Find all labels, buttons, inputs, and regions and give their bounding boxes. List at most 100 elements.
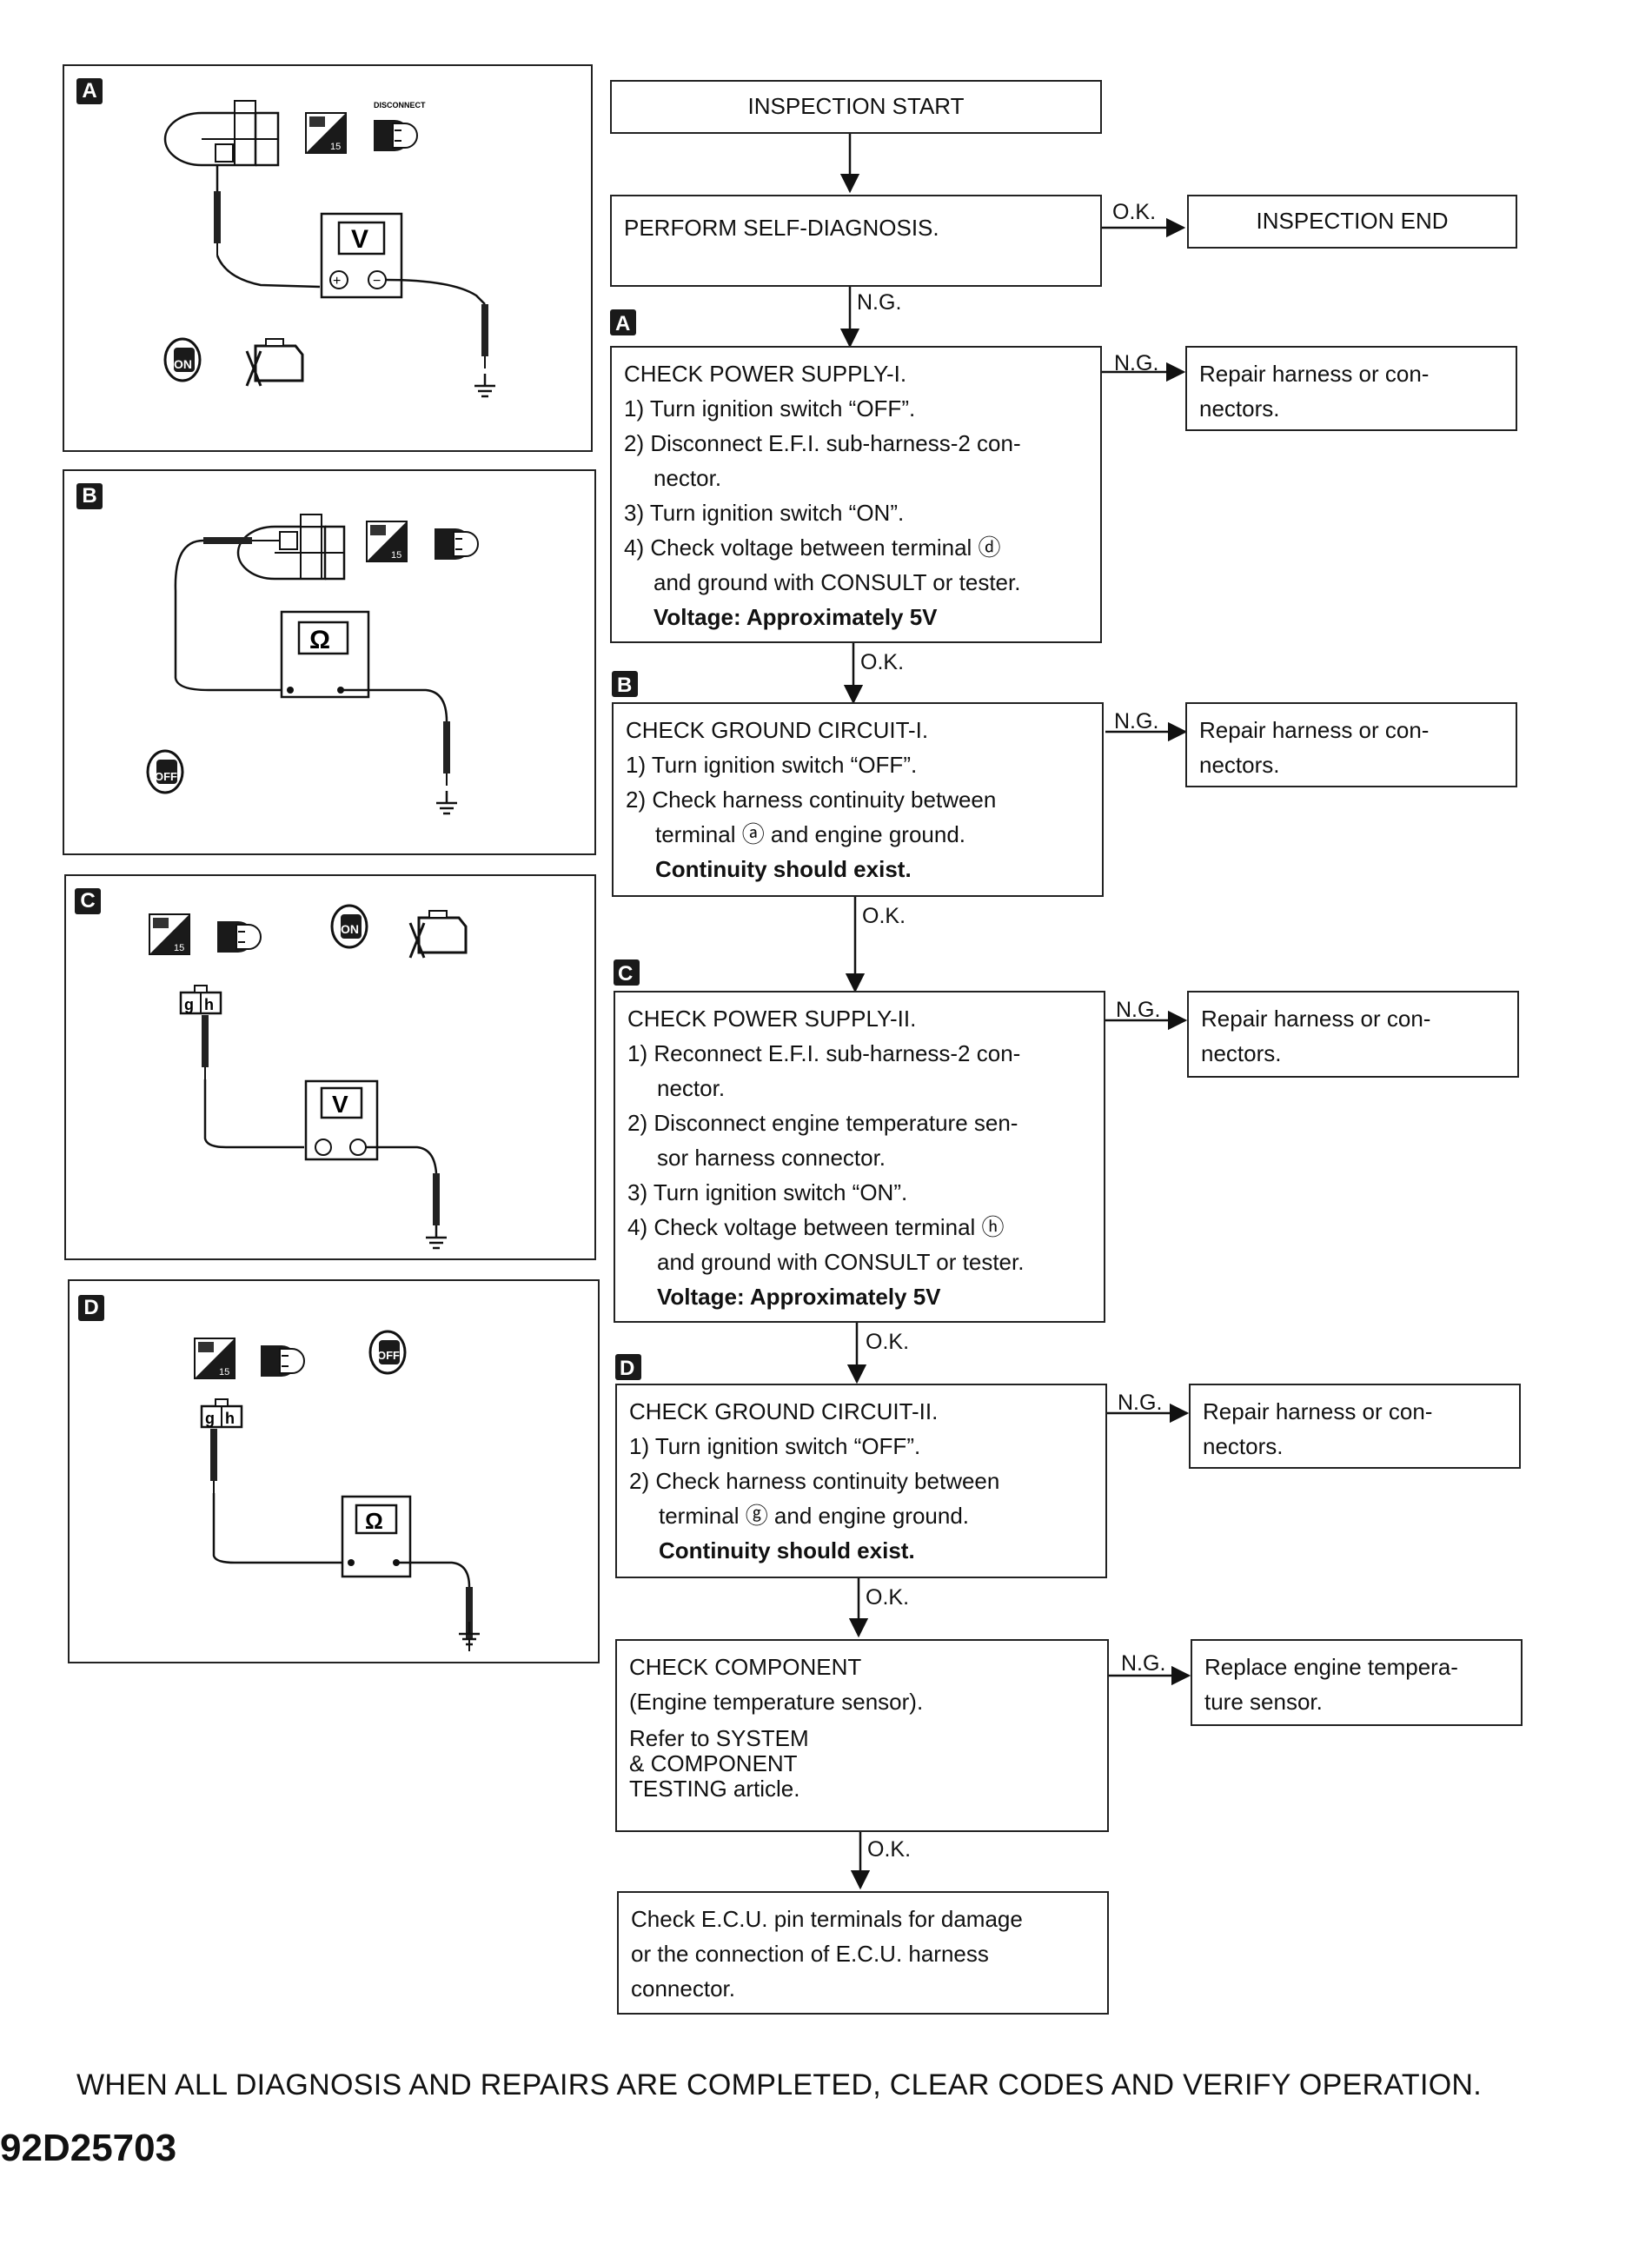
replace-line: ture sensor. xyxy=(1204,1689,1323,1715)
step-c-line: 1) Reconnect E.F.I. sub-harness-2 con- xyxy=(627,1040,1021,1066)
step-b-box: CHECK GROUND CIRCUIT-I. 1) Turn ignition… xyxy=(612,702,1104,897)
step-c-line: sor harness connector. xyxy=(657,1145,886,1171)
replace-sensor-box: Replace engine tempera- ture sensor. xyxy=(1191,1639,1523,1726)
component-refer: Refer to SYSTEM xyxy=(629,1725,809,1751)
panel-c-key-label: ON xyxy=(341,922,359,936)
step-a-box: CHECK POWER SUPPLY-I. 1) Turn ignition s… xyxy=(610,346,1102,643)
step-d-letter: D xyxy=(620,1357,634,1380)
panel-d-key-label: OFF xyxy=(377,1349,400,1362)
flow-connectors xyxy=(839,134,1191,1890)
step-c-line: 3) Turn ignition switch “ON”. xyxy=(627,1179,908,1205)
step-a-line: 2) Disconnect E.F.I. sub-harness-2 con- xyxy=(624,430,1021,456)
step-a-letter: A xyxy=(615,312,630,335)
panel-d-letter: D xyxy=(78,1295,104,1321)
ecu-line: or the connection of E.C.U. harness xyxy=(631,1941,989,1967)
step-c-line: nector. xyxy=(657,1075,726,1101)
svg-text:h: h xyxy=(204,996,214,1013)
step-c-title: CHECK POWER SUPPLY-II. xyxy=(627,1006,917,1032)
step-b-line: terminal ⓐ and engine ground. xyxy=(655,821,966,847)
footer-note: WHEN ALL DIAGNOSIS AND REPAIRS ARE COMPL… xyxy=(76,2068,1483,2101)
repair-c-line: Repair harness or con- xyxy=(1201,1006,1431,1032)
step-b-line: 1) Turn ignition switch “OFF”. xyxy=(626,752,918,778)
step-a-line: 3) Turn ignition switch “ON”. xyxy=(624,500,905,526)
repair-b-box: Repair harness or con- nectors. xyxy=(1185,702,1517,787)
repair-d-line: Repair harness or con- xyxy=(1203,1398,1433,1424)
step-d-line: 2) Check harness continuity between xyxy=(629,1468,1000,1494)
check-component-box: CHECK COMPONENT (Engine temperature sens… xyxy=(615,1639,1109,1832)
step-a-line: 1) Turn ignition switch “OFF”. xyxy=(624,395,916,422)
step-b-letter: B xyxy=(617,674,632,697)
panel-d-drawing: OFF g h Ω xyxy=(194,1330,481,1652)
svg-text:h: h xyxy=(225,1410,235,1427)
panel-d: D xyxy=(68,1279,600,1663)
repair-c-box: Repair harness or con- nectors. xyxy=(1187,991,1519,1078)
repair-d-line: nectors. xyxy=(1203,1433,1284,1459)
figure-id: 92D25703 xyxy=(0,2127,177,2169)
step-b-line: 2) Check harness continuity between xyxy=(626,787,997,813)
component-title: CHECK COMPONENT xyxy=(629,1654,862,1680)
panel-b-meter-label: Ω xyxy=(309,626,330,654)
self-diagnosis-label: PERFORM SELF-DIAGNOSIS. xyxy=(624,215,939,241)
step-c-line: and ground with CONSULT or tester. xyxy=(657,1249,1025,1275)
ng-label-component: N.G. xyxy=(1121,1651,1166,1676)
repair-d-box: Repair harness or con- nectors. xyxy=(1189,1384,1521,1469)
panel-b-drawing: Ω OFF xyxy=(146,514,479,815)
step-c-note: Voltage: Approximately 5V xyxy=(657,1284,941,1310)
repair-a-box: Repair harness or con- nectors. xyxy=(1185,346,1517,431)
step-d-note: Continuity should exist. xyxy=(659,1537,915,1563)
panel-a-drawing: DISCONNECT V + − ON xyxy=(163,100,497,398)
inspection-start-label: INSPECTION START xyxy=(747,93,965,119)
step-a-line: and ground with CONSULT or tester. xyxy=(654,569,1021,595)
repair-a-line: Repair harness or con- xyxy=(1199,361,1430,387)
step-b-note: Continuity should exist. xyxy=(655,856,912,882)
repair-b-line: Repair harness or con- xyxy=(1199,717,1430,743)
self-diagnosis-box: PERFORM SELF-DIAGNOSIS. xyxy=(610,195,1102,287)
ecu-line: connector. xyxy=(631,1975,735,2002)
step-d-line: 1) Turn ignition switch “OFF”. xyxy=(629,1433,921,1459)
ecu-line: Check E.C.U. pin terminals for damage xyxy=(631,1906,1023,1932)
step-a-line: 4) Check voltage between terminal ⓓ xyxy=(624,534,1001,561)
step-d-title: CHECK GROUND CIRCUIT-II. xyxy=(629,1398,939,1424)
panel-a-letter: A xyxy=(76,78,103,104)
panel-b-letter: B xyxy=(76,483,103,509)
ng-label-c: N.G. xyxy=(1116,998,1161,1022)
step-c-line: 2) Disconnect engine temperature sen- xyxy=(627,1110,1018,1136)
panel-a-disconnect-label: DISCONNECT xyxy=(374,101,426,110)
svg-text:−: − xyxy=(373,274,381,289)
panel-c-letter: C xyxy=(75,888,101,914)
step-a-note: Voltage: Approximately 5V xyxy=(654,604,938,630)
step-d-box: CHECK GROUND CIRCUIT-II. 1) Turn ignitio… xyxy=(615,1384,1107,1578)
ecu-check-box: Check E.C.U. pin terminals for damage or… xyxy=(617,1891,1109,2015)
replace-line: Replace engine tempera- xyxy=(1204,1654,1458,1680)
step-c-box: CHECK POWER SUPPLY-II. 1) Reconnect E.F.… xyxy=(614,991,1105,1323)
inspection-end-box: INSPECTION END xyxy=(1187,195,1517,249)
repair-b-line: nectors. xyxy=(1199,752,1280,778)
panel-d-meter-label: Ω xyxy=(365,1508,383,1534)
ng-label-b: N.G. xyxy=(1114,709,1159,734)
svg-text:g: g xyxy=(205,1410,215,1427)
ok-label-c: O.K. xyxy=(866,1330,910,1354)
ok-label-d: O.K. xyxy=(866,1585,910,1610)
ng-label-self-diag: N.G. xyxy=(857,290,902,315)
panel-a-meter-label: V xyxy=(351,225,368,254)
ng-label-a: N.G. xyxy=(1114,351,1159,375)
svg-text:+: + xyxy=(333,274,341,289)
ok-label-b: O.K. xyxy=(862,904,906,928)
step-c-line: 4) Check voltage between terminal ⓗ xyxy=(627,1214,1005,1240)
svg-text:g: g xyxy=(184,996,194,1013)
inspection-start-box: INSPECTION START xyxy=(610,80,1102,134)
step-c-letter: C xyxy=(618,962,633,986)
component-sub: (Engine temperature sensor). xyxy=(629,1689,924,1715)
panel-c-drawing: ON g h V xyxy=(149,904,468,1250)
ok-label-component: O.K. xyxy=(867,1837,912,1862)
step-d-line: terminal ⓖ and engine ground. xyxy=(659,1503,970,1529)
panel-b-key-label: OFF xyxy=(155,770,177,783)
panel-a-key-label: ON xyxy=(174,357,192,371)
component-refer: TESTING article. xyxy=(629,1776,800,1802)
panel-b: B xyxy=(63,469,596,855)
repair-c-line: nectors. xyxy=(1201,1040,1282,1066)
panel-c-meter-label: V xyxy=(332,1091,348,1118)
step-letters: A B C D xyxy=(610,309,641,1380)
ok-label-self-diag: O.K. xyxy=(1112,200,1157,224)
